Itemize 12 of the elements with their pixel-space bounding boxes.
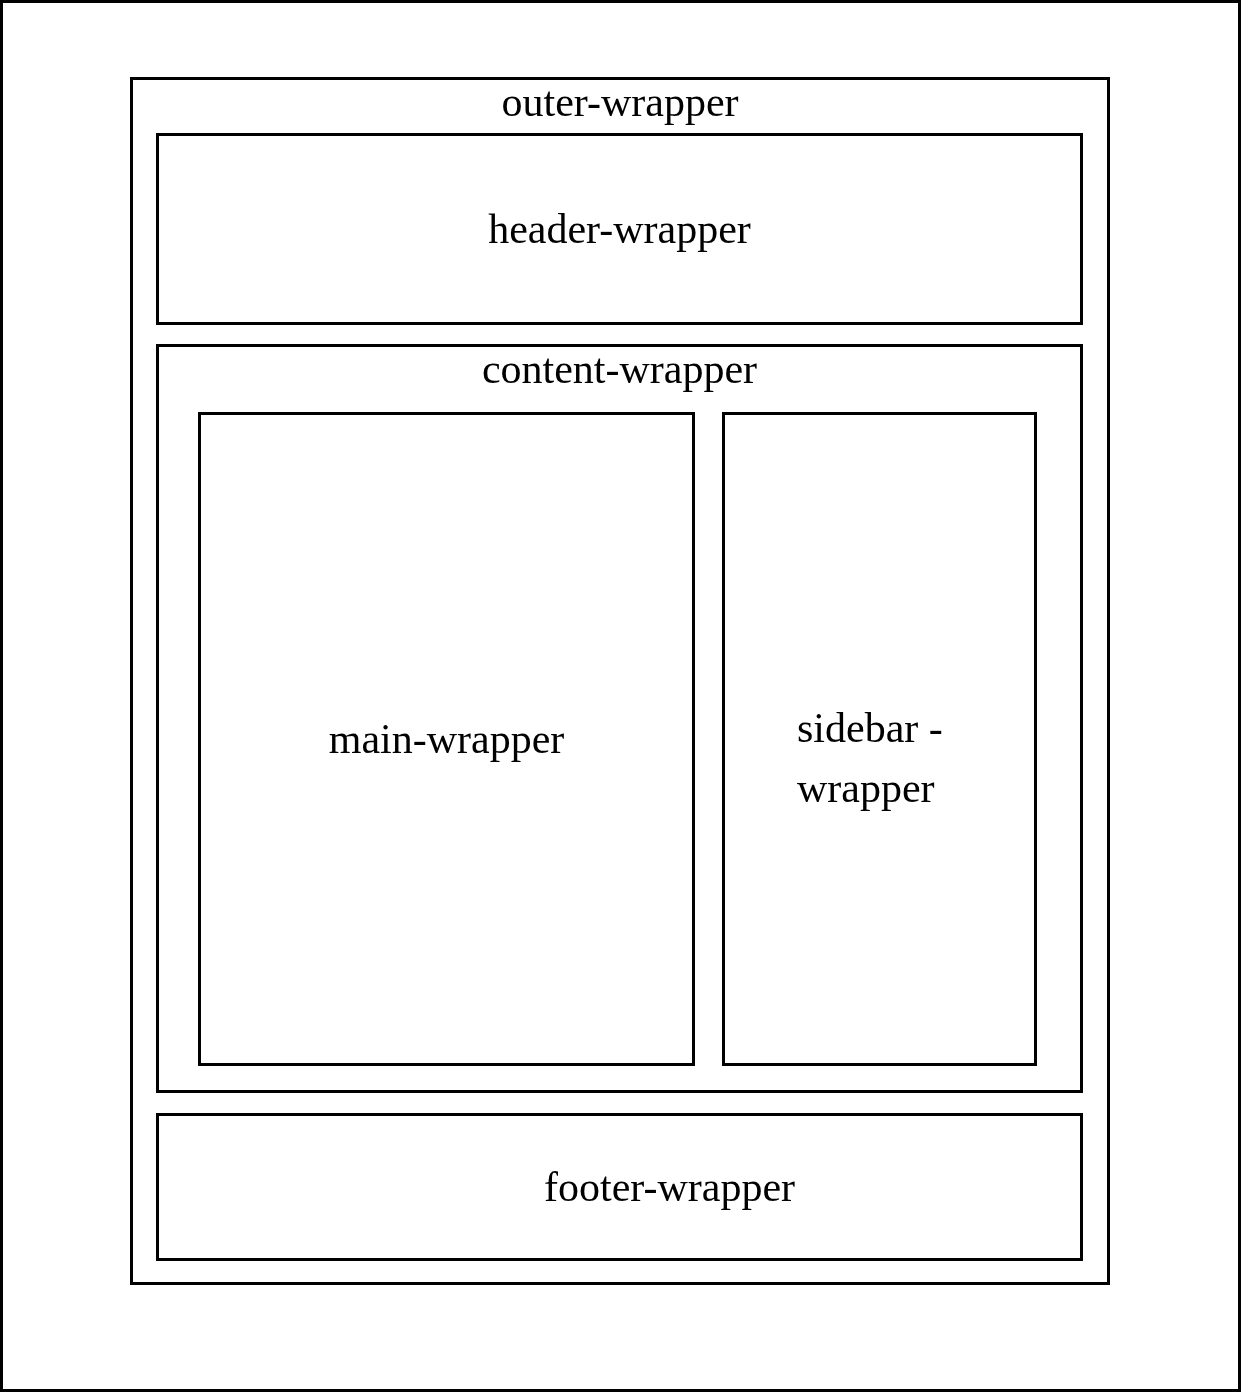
box-label: footer-wrapper (544, 1163, 795, 1212)
box-label: main-wrapper (328, 715, 565, 764)
box-label: header-wrapper (488, 205, 751, 254)
wrapper-box (156, 133, 1083, 325)
box-label: outer-wrapper (501, 80, 739, 124)
wrapper-box (722, 412, 1037, 1066)
wrapper-box (198, 412, 695, 1066)
wrapper-box (156, 344, 1083, 1093)
wrapper-box (130, 77, 1110, 1285)
box-label: content-wrapper (481, 347, 758, 391)
box-label: sidebar -wrapper (797, 704, 944, 813)
wrapper-box (156, 1113, 1083, 1261)
